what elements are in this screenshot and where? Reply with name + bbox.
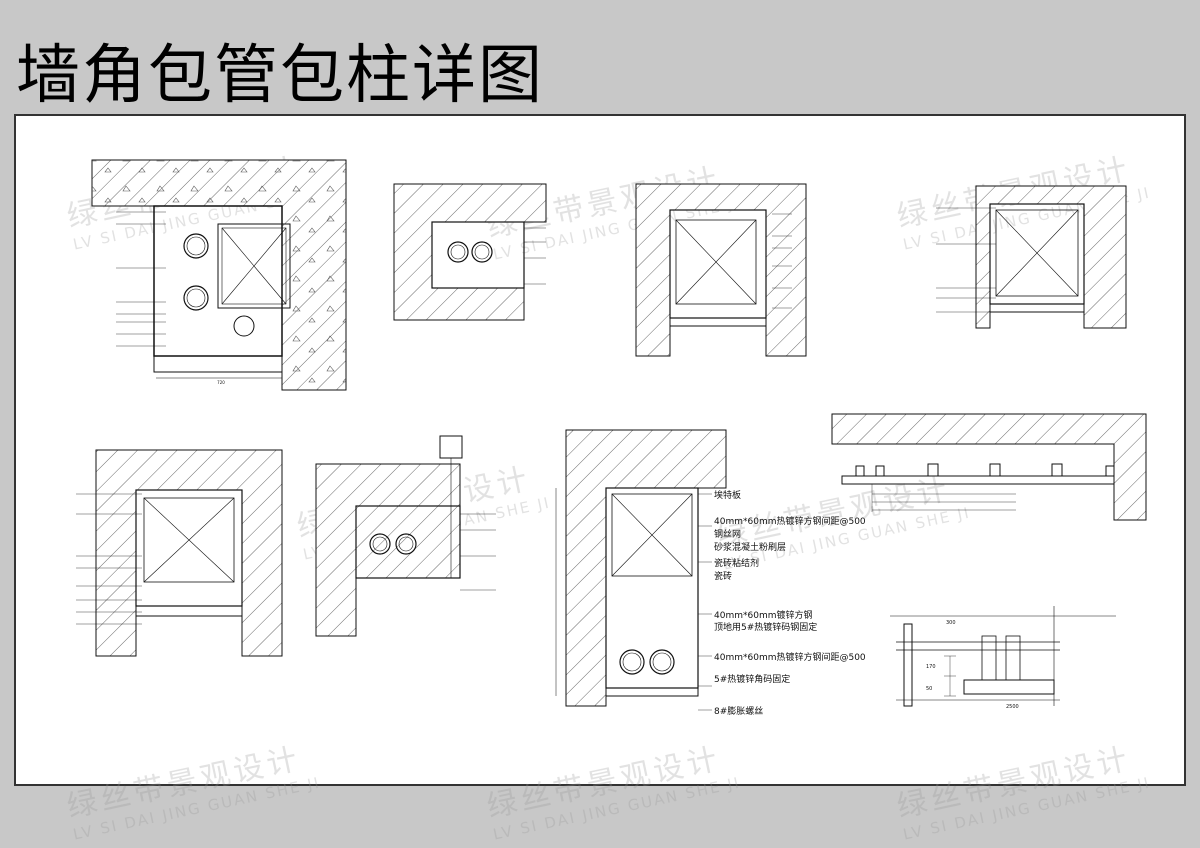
svg-text:720: 720 bbox=[217, 380, 225, 385]
detail-6 bbox=[315, 435, 496, 637]
detail-1: 720 bbox=[91, 159, 347, 391]
annotation-label: 40mm*60mm热镀锌方钢间距@500 bbox=[714, 651, 866, 663]
dim-label: 2500 bbox=[1006, 704, 1019, 710]
annotation-label: 顶地用5#热镀锌码钢固定 bbox=[714, 621, 817, 633]
page-title: 墙角包管包柱详图 bbox=[16, 39, 544, 113]
annotation-label: 钢丝网 bbox=[714, 528, 741, 540]
detail-drawings: 720 bbox=[76, 159, 1147, 717]
detail-3 bbox=[635, 183, 807, 357]
annotation-label: 砂浆混凝土粉刷层 bbox=[714, 541, 786, 553]
annotation-label: 40mm*60mm镀锌方钢 bbox=[714, 609, 812, 621]
annotation-label: 40mm*60mm热镀锌方钢间距@500 bbox=[714, 515, 866, 527]
annotation-label: 瓷砖 bbox=[714, 570, 732, 582]
annotation-label: 5#热镀锌角码固定 bbox=[714, 673, 790, 685]
detail-4 bbox=[936, 185, 1127, 329]
detail-7: 埃特板 40mm*60mm热镀锌方钢间距@500 钢丝网 砂浆混凝土粉刷层 瓷砖… bbox=[555, 429, 866, 717]
detail-5 bbox=[76, 449, 283, 657]
annotation-label: 埃特板 bbox=[714, 489, 741, 501]
detail-8 bbox=[831, 413, 1147, 521]
detail-2 bbox=[393, 183, 547, 321]
detail-9: 300 170 50 2500 bbox=[890, 606, 1116, 710]
annotation-label: 瓷砖粘结剂 bbox=[714, 557, 759, 569]
annotation-label: 8#膨胀螺丝 bbox=[714, 705, 763, 717]
dim-label: 170 bbox=[926, 664, 936, 670]
dim-label: 300 bbox=[946, 620, 956, 626]
dim-label: 50 bbox=[926, 686, 932, 692]
